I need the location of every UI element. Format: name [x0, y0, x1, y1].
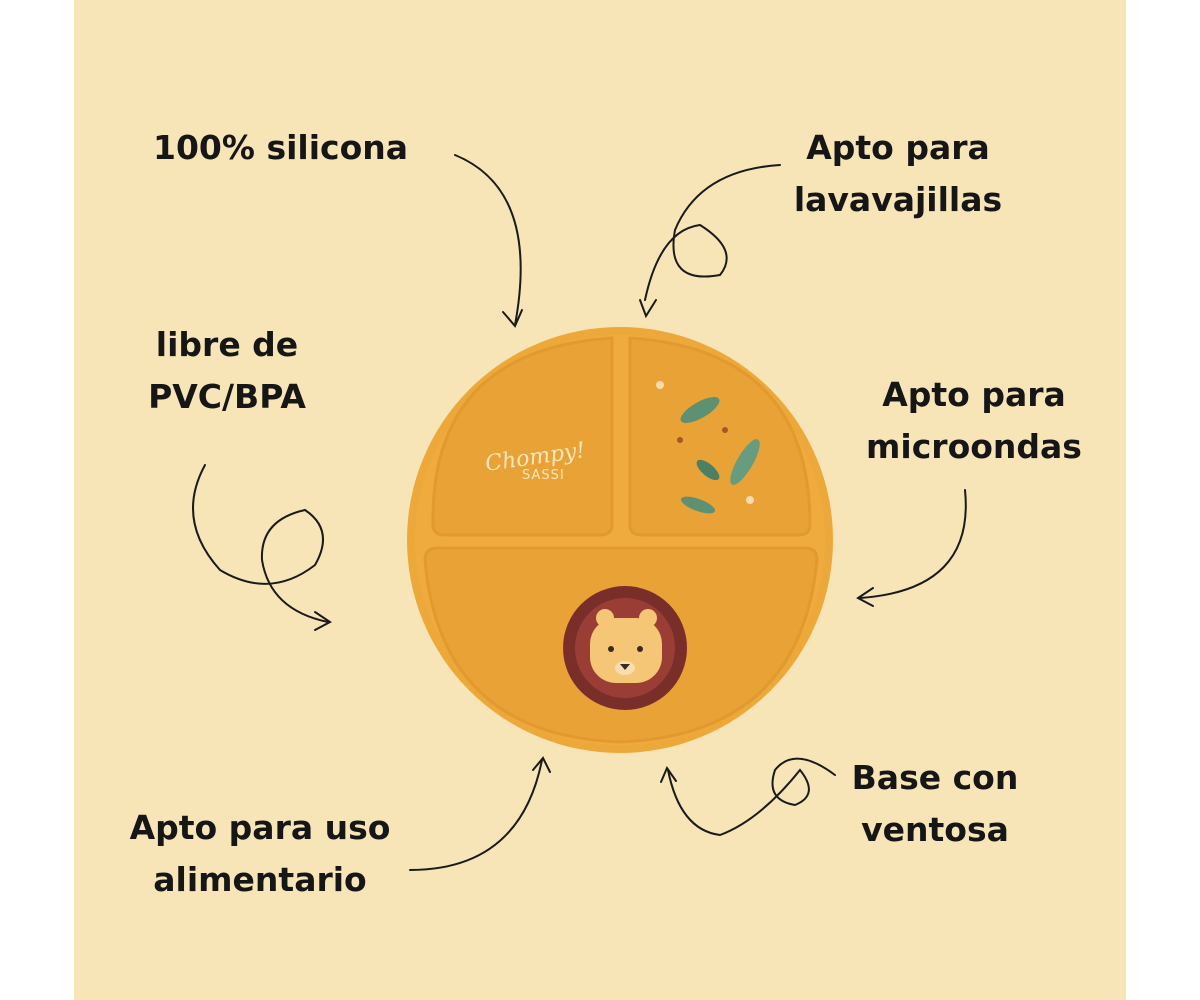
logo-brand: SASSI — [522, 468, 565, 483]
feature-line: Apto para — [806, 128, 990, 167]
feature-pvc-bpa-free: libre de PVC/BPA — [137, 319, 317, 423]
leaf-pattern — [656, 381, 760, 514]
feature-line: Apto para uso — [129, 808, 391, 847]
feature-line: alimentario — [153, 860, 367, 899]
feature-line: libre de — [155, 325, 299, 364]
feature-dishwasher: Apto para lavavajillas — [785, 122, 1011, 226]
feature-line: 100% silicona — [153, 128, 409, 167]
arrows — [192, 154, 967, 871]
feature-line: microondas — [866, 427, 1082, 466]
lion-illustration — [563, 586, 687, 710]
feature-line: Apto para — [882, 375, 1066, 414]
feature-line: ventosa — [861, 810, 1009, 849]
feature-microwave: Apto para microondas — [860, 369, 1088, 473]
feature-suction-base: Base con ventosa — [845, 752, 1025, 856]
plate — [407, 327, 833, 753]
feature-line: PVC/BPA — [148, 377, 306, 416]
feature-food-safe: Apto para uso alimentario — [115, 802, 405, 906]
feature-line: Base con — [851, 758, 1019, 797]
feature-silicone: 100% silicona — [153, 122, 408, 174]
feature-line: lavavajillas — [793, 180, 1003, 219]
